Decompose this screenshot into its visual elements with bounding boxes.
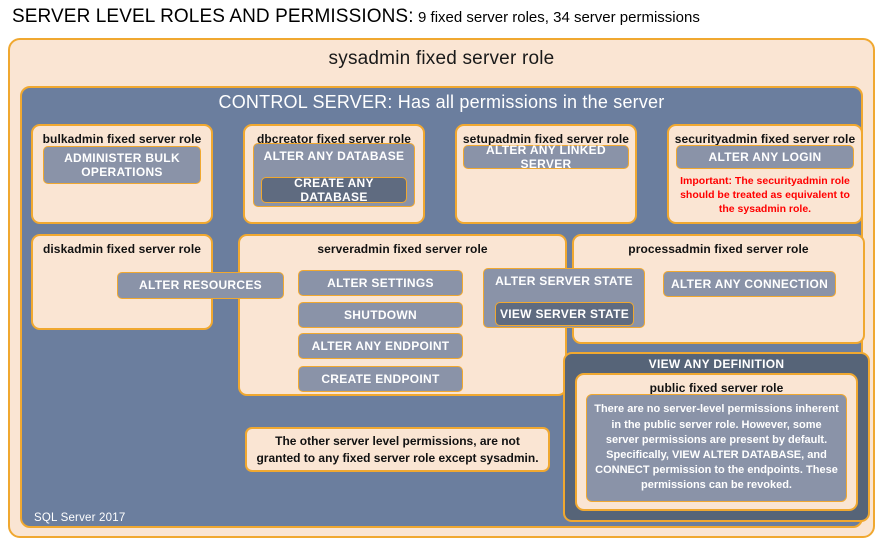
role-title-setupadmin: setupadmin fixed server role xyxy=(462,132,630,146)
securityadmin-important-note: Important: The securityadmin role should… xyxy=(680,175,850,215)
permission-shutdown[interactable]: SHUTDOWN xyxy=(298,302,463,328)
role-title-public: public fixed server role xyxy=(649,381,784,395)
sql-server-version-label: SQL Server 2017 xyxy=(34,512,126,524)
role-title-bulkadmin: bulkadmin fixed server role xyxy=(42,132,202,146)
permission-alter-any-endpoint[interactable]: ALTER ANY ENDPOINT xyxy=(298,333,463,359)
other-permissions-note: The other server level permissions, are … xyxy=(245,427,550,472)
permission-alter-settings[interactable]: ALTER SETTINGS xyxy=(298,270,463,296)
role-card-securityadmin: securityadmin fixed server role xyxy=(667,124,863,224)
role-title-serveradmin: serveradmin fixed server role xyxy=(317,242,488,256)
permission-create-any-database[interactable]: CREATE ANY DATABASE xyxy=(261,176,407,204)
sysadmin-role-label: sysadmin fixed server role xyxy=(328,48,555,69)
public-role-note: There are no server-level permissions in… xyxy=(586,394,847,502)
role-title-dbcreator: dbcreator fixed server role xyxy=(256,132,412,146)
permission-alter-any-linked-server[interactable]: ALTER ANY LINKED SERVER xyxy=(463,143,629,171)
permission-view-any-definition-label: VIEW ANY DEFINITION xyxy=(648,357,785,371)
role-title-securityadmin: securityadmin fixed server role xyxy=(674,132,856,146)
permission-create-endpoint[interactable]: CREATE ENDPOINT xyxy=(298,366,463,392)
permission-alter-any-login[interactable]: ALTER ANY LOGIN xyxy=(676,145,854,169)
permission-view-server-state[interactable]: VIEW SERVER STATE xyxy=(495,302,634,326)
permission-alter-resources[interactable]: ALTER RESOURCES xyxy=(117,272,284,299)
page-title: SERVER LEVEL ROLES AND PERMISSIONS: 9 fi… xyxy=(12,6,872,32)
permission-administer-bulk-operations[interactable]: ADMINISTER BULK OPERATIONS xyxy=(43,146,201,184)
page-title-main: SERVER LEVEL ROLES AND PERMISSIONS: xyxy=(12,6,414,27)
role-title-diskadmin: diskadmin fixed server role xyxy=(42,242,202,256)
permission-alter-any-database-label: ALTER ANY DATABASE xyxy=(263,149,405,163)
control-server-label: CONTROL SERVER: Has all permissions in t… xyxy=(218,92,665,112)
role-card-setupadmin: setupadmin fixed server role xyxy=(455,124,637,224)
page-title-subtitle: 9 fixed server roles, 34 server permissi… xyxy=(418,9,700,26)
permission-alter-any-connection[interactable]: ALTER ANY CONNECTION xyxy=(663,271,836,297)
role-title-processadmin: processadmin fixed server role xyxy=(628,242,809,256)
permission-alter-server-state-label: ALTER SERVER STATE xyxy=(495,274,633,288)
